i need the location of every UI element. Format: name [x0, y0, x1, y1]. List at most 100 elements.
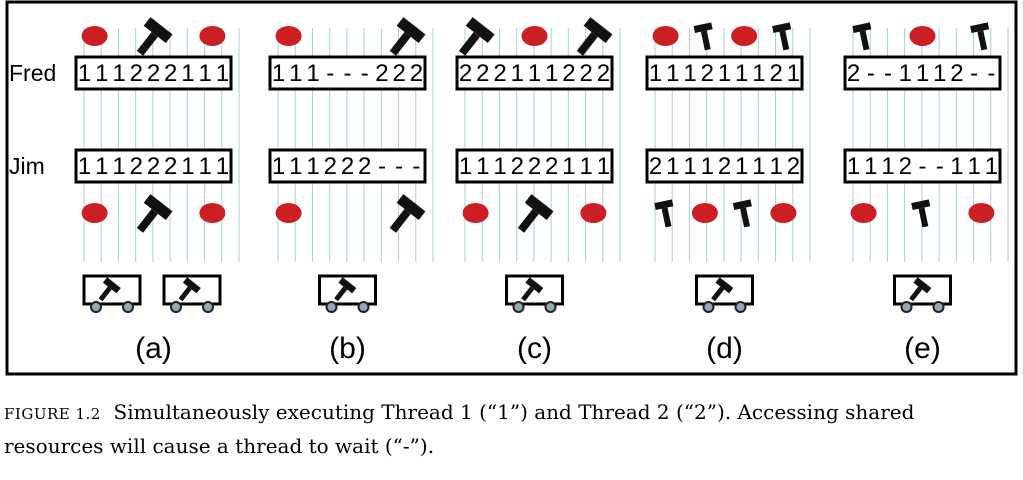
fred-sequence-box: [645, 55, 804, 91]
fred-sequence-char: 1: [95, 60, 108, 87]
figure-frame: [5, 0, 1018, 376]
resource-dot-icon: [850, 203, 877, 223]
jim-sequence-char: 2: [324, 153, 337, 180]
jim-sequence-char: -: [378, 153, 386, 180]
jim-sequence-char: 1: [181, 153, 194, 180]
hammer-icon: [389, 17, 426, 56]
fred-sequence-char: 1: [112, 60, 125, 87]
fred-sequence-char: 1: [181, 60, 194, 87]
cart-icon: [82, 274, 142, 313]
fred-sequence-char: -: [987, 60, 995, 87]
fred-sequence-char: 2: [562, 60, 575, 87]
panel-label: (a): [135, 332, 172, 365]
fred-sequence-char: 1: [306, 60, 319, 87]
jim-sequence-char: -: [919, 153, 927, 180]
panel-label: (e): [904, 332, 941, 365]
resource-dot-icon: [521, 26, 548, 46]
jim-sequence-char: 2: [511, 153, 524, 180]
cart-wheel-icon: [357, 301, 370, 313]
jim-sequence-char: -: [412, 153, 420, 180]
small-hammer-icon: [970, 22, 990, 51]
resource-dot-icon: [652, 26, 679, 46]
hammer-icon: [576, 17, 613, 56]
fred-sequence-char: 2: [392, 60, 405, 87]
fred-sequence-char: 2: [130, 60, 143, 87]
fred-sequence-char: -: [326, 60, 334, 87]
resource-dot-icon: [199, 203, 226, 223]
resource-dot-icon: [968, 203, 995, 223]
jim-sequence-char: 1: [985, 153, 998, 180]
resource-dot-icon: [81, 203, 108, 223]
jim-sequence-char: 1: [476, 153, 489, 180]
figure-caption: FIGURE 1.2 Simultaneously executing Thre…: [4, 396, 1019, 462]
fred-sequence-char: 1: [649, 60, 662, 87]
fred-sequence-char: 1: [718, 60, 731, 87]
panel-label: (c): [517, 332, 552, 365]
jim-sequence-char: 1: [769, 153, 782, 180]
hammer-icon: [517, 194, 554, 233]
fred-sequence-char: 1: [666, 60, 679, 87]
fred-sequence-box: [74, 55, 233, 91]
jim-sequence-char: 2: [528, 153, 541, 180]
cart-wheel-icon: [900, 301, 913, 313]
fred-sequence-char: 1: [272, 60, 285, 87]
jim-sequence-char: 1: [735, 153, 748, 180]
fred-sequence-char: 1: [216, 60, 229, 87]
jim-sequence-char: 1: [864, 153, 877, 180]
fred-sequence-char: -: [884, 60, 892, 87]
jim-sequence-char: 1: [967, 153, 980, 180]
jim-sequence-box: [645, 148, 804, 184]
cart-wheel-icon: [122, 301, 134, 313]
resource-dot-icon: [81, 26, 108, 46]
cart-wheel-icon: [90, 301, 102, 313]
jim-sequence-char: 2: [130, 153, 143, 180]
cart-icon: [318, 274, 377, 313]
jim-sequence-char: 1: [493, 153, 506, 180]
fred-sequence-char: 1: [78, 60, 91, 87]
fred-sequence-char: 2: [476, 60, 489, 87]
fred-sequence-char: 1: [899, 60, 912, 87]
hammer-icon: [389, 194, 426, 233]
fred-sequence-char: 2: [410, 60, 423, 87]
jim-sequence-char: 1: [847, 153, 860, 180]
cart-wheel-icon: [202, 301, 214, 313]
resource-dot-icon: [580, 203, 607, 223]
fred-sequence-char: 1: [511, 60, 524, 87]
resource-dot-icon: [770, 203, 797, 223]
small-hammer-icon: [772, 22, 792, 51]
jim-sequence-char: 1: [95, 153, 108, 180]
fred-sequence-char: 2: [459, 60, 472, 87]
small-hammer-icon: [732, 199, 752, 228]
cart-wheel-icon: [734, 301, 747, 313]
jim-sequence-char: 1: [289, 153, 302, 180]
jim-sequence-char: 2: [545, 153, 558, 180]
fred-sequence-char: 1: [735, 60, 748, 87]
fred-sequence-char: -: [344, 60, 352, 87]
resource-dot-icon: [199, 26, 226, 46]
jim-sequence-box: [843, 148, 1002, 184]
jim-sequence-char: 1: [950, 153, 963, 180]
hammer-icon: [711, 277, 734, 302]
fred-sequence-char: 1: [752, 60, 765, 87]
small-hammer-icon: [911, 199, 931, 228]
fred-sequence-char: 1: [289, 60, 302, 87]
fred-sequence-char: 1: [198, 60, 211, 87]
hammer-icon: [909, 277, 932, 302]
resource-dot-icon: [462, 203, 489, 223]
jim-sequence-char: 2: [358, 153, 371, 180]
jim-sequence-char: 2: [147, 153, 160, 180]
jim-sequence-char: 1: [752, 153, 765, 180]
cart-wheel-icon: [932, 301, 945, 313]
fred-sequence-char: 2: [147, 60, 160, 87]
hammer-icon: [178, 277, 201, 302]
panel-label: (d): [706, 332, 743, 365]
row-label-fred: Fred: [9, 60, 56, 86]
jim-sequence-char: 1: [597, 153, 610, 180]
jim-sequence-box: [455, 148, 614, 184]
